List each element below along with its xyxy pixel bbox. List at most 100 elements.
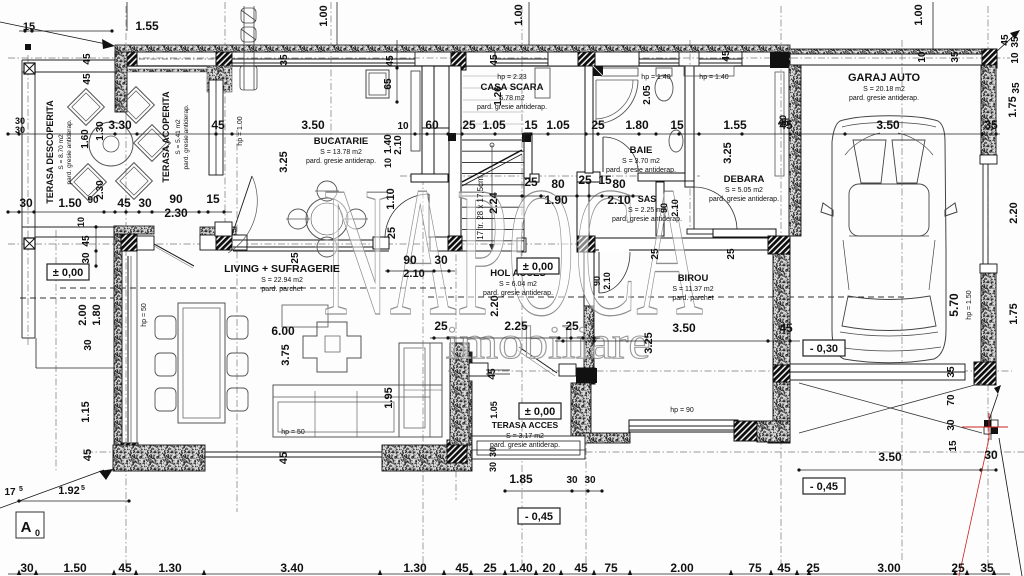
svg-text:25: 25	[591, 118, 605, 132]
svg-text:DEBARA: DEBARA	[724, 174, 765, 185]
svg-text:1.55: 1.55	[135, 19, 159, 33]
svg-text:25: 25	[483, 561, 497, 575]
svg-text:S = 11.37 m2: S = 11.37 m2	[672, 286, 713, 293]
svg-text:30: 30	[83, 339, 94, 351]
svg-text:30: 30	[488, 447, 498, 457]
svg-text:S = 8.70 m2: S = 8.70 m2	[58, 134, 65, 170]
svg-text:45: 45	[455, 561, 469, 575]
svg-text:5: 5	[81, 485, 85, 492]
svg-text:hp = 1.40: hp = 1.40	[699, 74, 728, 81]
svg-text:1.00: 1.00	[318, 5, 330, 26]
svg-text:S = 3.70 m2: S = 3.70 m2	[622, 158, 660, 165]
svg-text:pard. gresie antiderap.: pard. gresie antiderap.	[849, 95, 919, 102]
svg-text:10: 10	[917, 51, 928, 63]
svg-text:hp = 2.23: hp = 2.23	[497, 74, 526, 81]
svg-text:2.05: 2.05	[642, 85, 653, 105]
svg-text:- 0,30: - 0,30	[810, 343, 838, 355]
svg-text:TERASA DESCOPERITA: TERASA DESCOPERITA	[45, 100, 55, 204]
svg-text:S = 2.25 m2: S = 2.25 m2	[628, 207, 666, 214]
svg-text:± 0,00: ± 0,00	[53, 267, 84, 279]
svg-text:80: 80	[551, 177, 565, 191]
svg-text:3.25: 3.25	[278, 151, 290, 172]
svg-text:1.15: 1.15	[80, 401, 92, 422]
svg-text:hp = 50: hp = 50	[141, 303, 148, 327]
svg-text:3.50: 3.50	[301, 118, 325, 132]
svg-text:pard. gresie antiderap.: pard. gresie antiderap.	[66, 119, 73, 184]
svg-text:3.50: 3.50	[878, 450, 902, 464]
svg-text:25: 25	[434, 319, 448, 333]
svg-text:pard. parchet: pard. parchet	[261, 286, 302, 293]
svg-text:S = 5.05 m2: S = 5.05 m2	[725, 187, 763, 194]
svg-text:15: 15	[524, 118, 538, 132]
svg-text:30: 30	[81, 252, 92, 264]
svg-text:pard. gresie antiderap.: pard. gresie antiderap.	[183, 104, 190, 169]
svg-text:1.26: 1.26	[493, 86, 504, 106]
svg-text:20: 20	[542, 561, 556, 575]
svg-text:2.30: 2.30	[164, 206, 188, 220]
svg-text:30: 30	[15, 125, 25, 135]
svg-text:25: 25	[462, 118, 476, 132]
svg-text:25: 25	[726, 248, 737, 260]
svg-text:25: 25	[524, 175, 538, 189]
svg-text:1.00: 1.00	[513, 4, 525, 25]
svg-text:25: 25	[290, 252, 301, 264]
svg-text:pard. gresie antiderap.: pard. gresie antiderap.	[483, 290, 553, 297]
svg-text:pard. gresie antiderap.: pard. gresie antiderap.	[490, 442, 560, 449]
svg-text:2.00: 2.00	[670, 561, 694, 575]
svg-text:90: 90	[592, 276, 602, 286]
svg-text:45: 45	[118, 561, 132, 575]
svg-text:2.10: 2.10	[607, 193, 631, 207]
svg-text:hp = 1.40: hp = 1.40	[641, 74, 670, 81]
svg-text:25: 25	[386, 227, 398, 239]
svg-text:CASA SCARA: CASA SCARA	[481, 82, 544, 93]
svg-text:hp = 50: hp = 50	[281, 429, 305, 436]
svg-text:1.55: 1.55	[723, 118, 747, 132]
svg-text:90: 90	[403, 253, 417, 267]
svg-text:10: 10	[76, 217, 86, 227]
svg-text:TERASA ACCES: TERASA ACCES	[492, 420, 559, 430]
svg-text:pard. gresie antiderap.: pard. gresie antiderap.	[709, 196, 779, 203]
svg-text:3.25: 3.25	[643, 332, 655, 353]
svg-text:2.00: 2.00	[77, 304, 89, 325]
svg-text:2.10: 2.10	[602, 272, 612, 290]
svg-text:1.60: 1.60	[80, 129, 91, 149]
svg-text:45: 45	[278, 452, 290, 464]
svg-text:10: 10	[383, 158, 393, 168]
svg-text:75: 75	[748, 561, 762, 575]
svg-text:3.25: 3.25	[722, 142, 734, 163]
svg-text:- 0,45: - 0,45	[525, 511, 553, 523]
svg-text:NAPOCA: NAPOCA	[323, 149, 703, 355]
svg-text:45: 45	[574, 561, 588, 575]
svg-text:30: 30	[20, 561, 34, 575]
svg-text:LIVING + SUFRAGERIE: LIVING + SUFRAGERIE	[224, 263, 340, 275]
svg-text:45: 45	[489, 54, 500, 66]
svg-text:45: 45	[778, 117, 790, 129]
svg-text:90: 90	[659, 203, 669, 213]
svg-text:15: 15	[23, 21, 35, 33]
svg-text:1.50: 1.50	[58, 196, 82, 210]
svg-text:30: 30	[584, 475, 596, 486]
svg-text:15: 15	[670, 118, 684, 132]
svg-text:10: 10	[397, 121, 409, 132]
svg-text:25: 25	[951, 561, 965, 575]
svg-text:75: 75	[604, 561, 618, 575]
svg-text:60: 60	[425, 118, 439, 132]
svg-text:1.30: 1.30	[403, 561, 427, 575]
svg-text:BUCATARIE: BUCATARIE	[314, 136, 369, 147]
svg-text:1.30: 1.30	[95, 121, 106, 141]
svg-text:2.10: 2.10	[670, 199, 680, 217]
svg-text:S = 13.78 m2: S = 13.78 m2	[320, 149, 362, 156]
svg-text:1.95: 1.95	[383, 387, 395, 408]
svg-text:35: 35	[950, 51, 961, 63]
svg-text:2.24: 2.24	[488, 191, 500, 213]
svg-text:S = 3.17 m2: S = 3.17 m2	[506, 433, 544, 440]
svg-text:10: 10	[1010, 52, 1021, 64]
svg-text:6.00: 6.00	[271, 324, 295, 338]
svg-text:45: 45	[82, 73, 93, 85]
svg-text:45: 45	[777, 561, 791, 575]
svg-text:45: 45	[1000, 34, 1011, 46]
svg-text:3.00: 3.00	[877, 561, 901, 575]
svg-text:6.78 m2: 6.78 m2	[499, 95, 524, 102]
svg-text:15: 15	[948, 440, 959, 452]
svg-text:± 0,00: ± 0,00	[525, 406, 556, 418]
